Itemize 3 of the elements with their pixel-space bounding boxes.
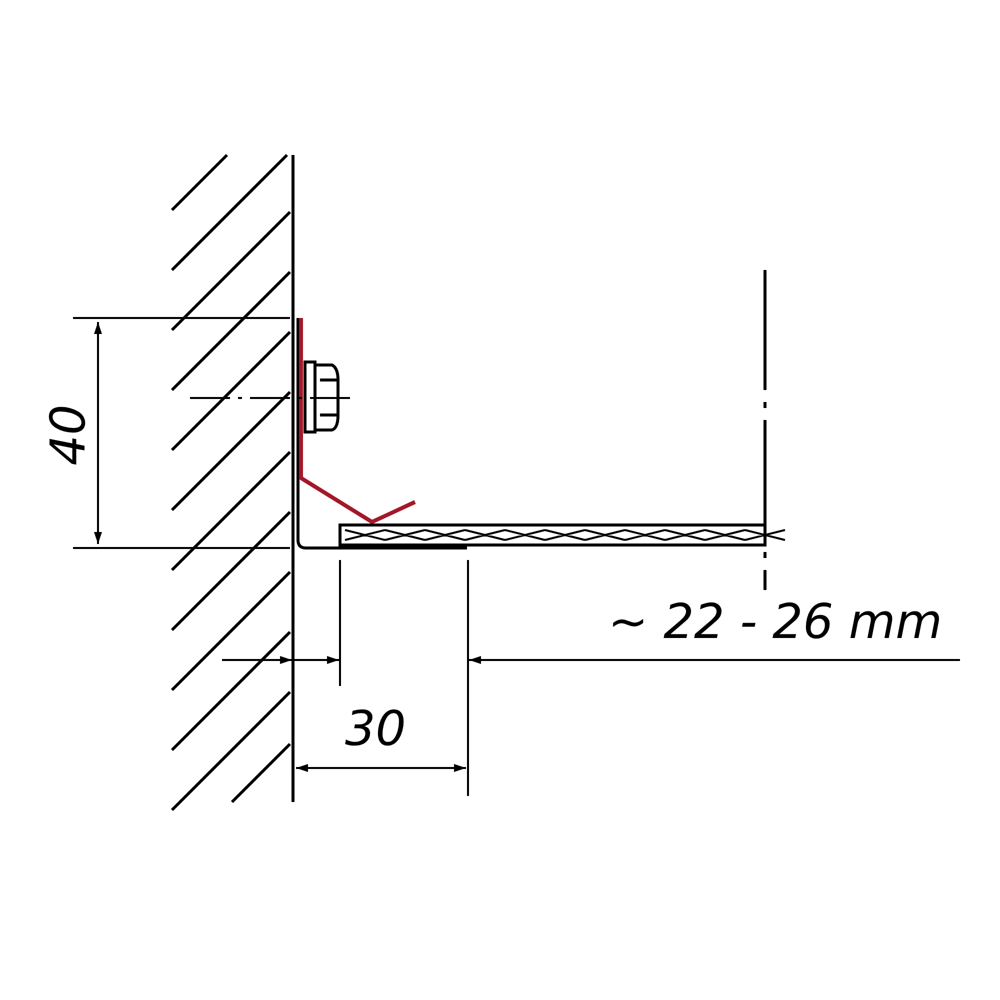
dimension-value: 40	[44, 404, 93, 466]
dimension-value: ~ 22 - 26 mm	[608, 598, 942, 646]
dimension-value: 30	[345, 705, 406, 753]
